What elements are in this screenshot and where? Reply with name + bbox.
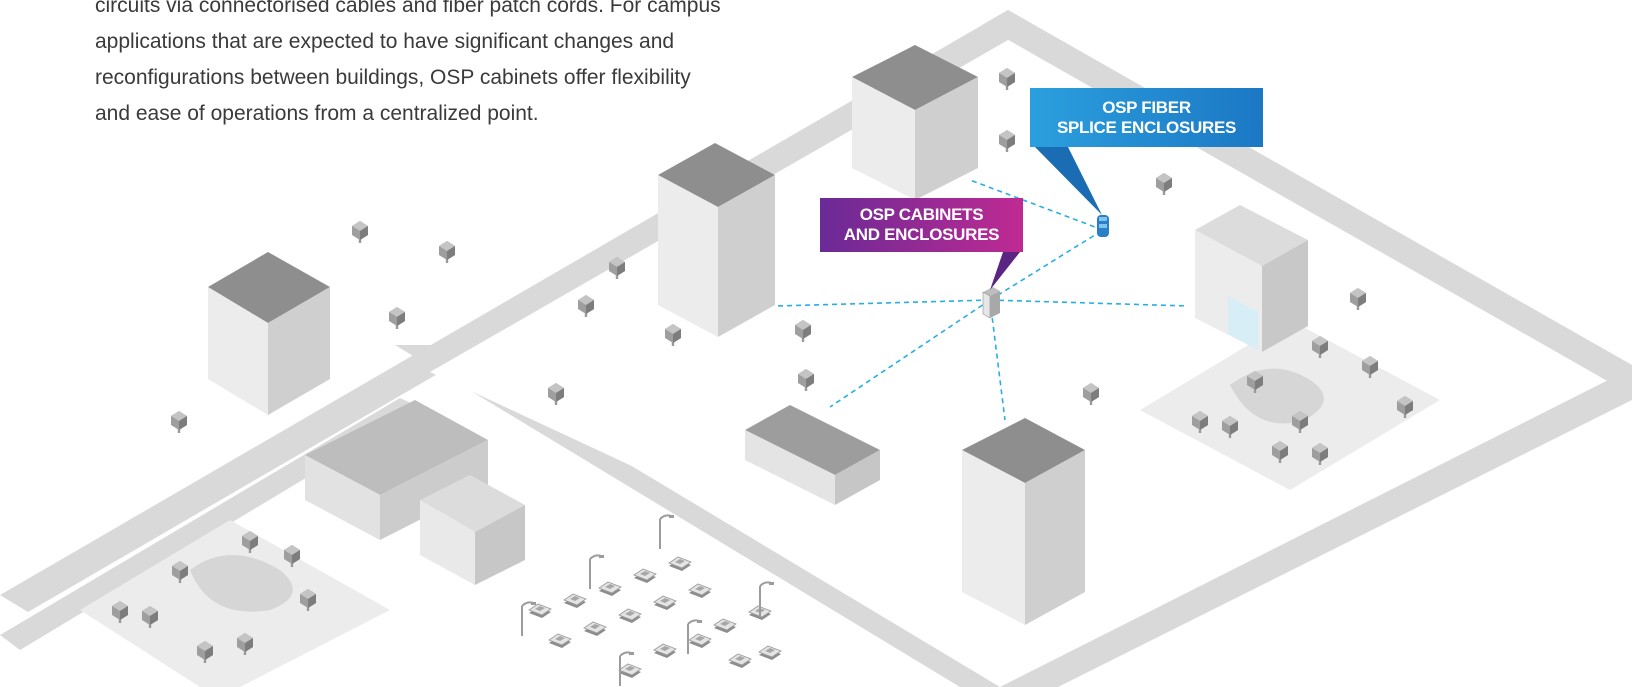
callout-fiber-pointer (1035, 147, 1102, 215)
small-office-building (745, 405, 880, 505)
intro-line-2: applications that are expected to have s… (95, 30, 675, 53)
road-network (0, 10, 1632, 687)
tower-top (852, 45, 978, 200)
fiber-links (776, 179, 1189, 421)
callout-cabinets-pointer (990, 252, 1020, 290)
intro-line-4: and ease of operations from a centralize… (95, 102, 539, 125)
car-icon (528, 556, 782, 679)
intro-line-1: circuits via connectorised cables and fi… (95, 0, 721, 17)
intro-line-3: reconfigurations between buildings, OSP … (95, 66, 691, 89)
tower-left (208, 252, 330, 415)
cabinet-icon (982, 287, 1000, 319)
callout-osp-fiber-splice-enclosures: OSP FIBER SPLICE ENCLOSURES (1030, 88, 1263, 147)
callout-cabinets-line-1: OSP CABINETS (859, 205, 984, 224)
callout-fiber-line-2: SPLICE ENCLOSURES (1056, 117, 1237, 137)
tower-center-left (658, 143, 775, 337)
intro-paragraph: circuits via connectorised cables and fi… (95, 0, 815, 132)
callout-fiber-line-1: OSP FIBER (1102, 97, 1191, 117)
shopping-complex (305, 400, 525, 585)
callout-cabinets-line-2: AND ENCLOSURES (843, 225, 1000, 244)
tower-bottom (962, 418, 1085, 625)
office-building-right (1195, 205, 1308, 352)
callout-osp-cabinets-and-enclosures: OSP CABINETS AND ENCLOSURES (820, 198, 1023, 252)
park-left (80, 520, 390, 687)
splice-enclosure-icon (1097, 215, 1109, 237)
